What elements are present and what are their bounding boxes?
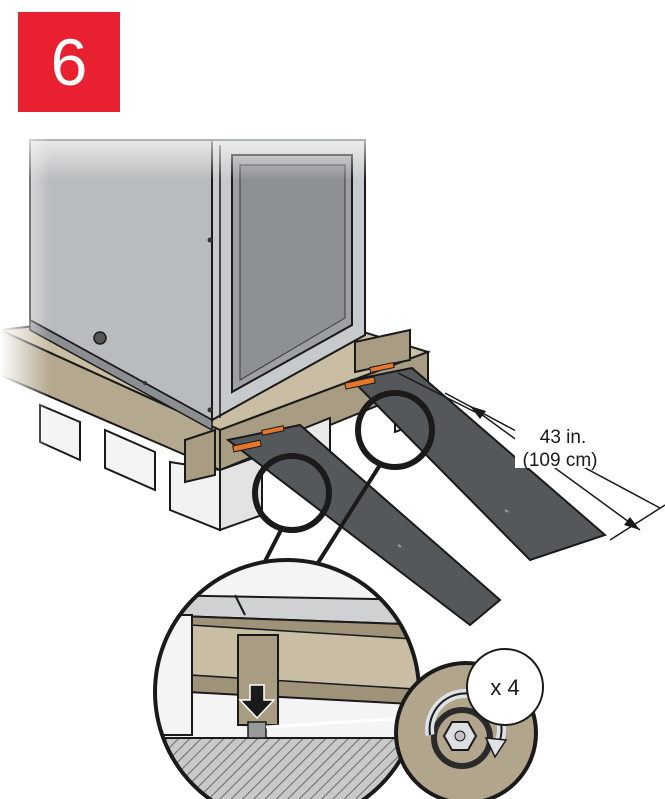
ramp-length-dimension: 43 in. (109 cm) — [397, 372, 665, 541]
step-number: 6 — [50, 25, 88, 99]
fade-top — [0, 120, 665, 180]
server-rack-cabinet — [29, 139, 366, 432]
down-arrow-icon — [238, 684, 276, 720]
loading-ramps — [225, 361, 607, 627]
zoom-callout-right — [355, 390, 435, 470]
dimension-label-cm: (109 cm) — [523, 450, 598, 471]
dimension-label-in: 43 in. — [540, 427, 586, 448]
bolt-inset — [394, 661, 538, 799]
detail-view-leveling-foot — [153, 558, 421, 799]
quantity-callout: x 4 — [466, 648, 544, 726]
rotate-arrow-icon — [484, 737, 508, 759]
fade-left — [0, 120, 50, 520]
quantity-label: x 4 — [490, 675, 519, 700]
zoom-callout-left — [252, 453, 332, 533]
step-badge: 6 — [18, 12, 120, 112]
